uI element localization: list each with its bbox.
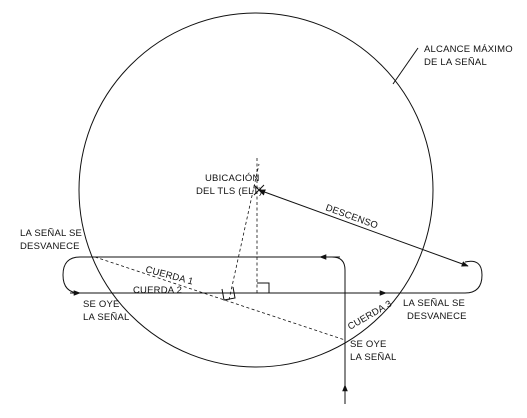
heard-left-label-2: LA SEÑAL: [83, 312, 130, 323]
fades-right-label-1: LA SEÑAL SE: [403, 298, 465, 309]
chord-1-line: [94, 256, 346, 341]
max-range-label-1: ALCANCE MÁXIMO: [424, 44, 513, 55]
max-range-label-2: DE LA SEÑAL: [424, 57, 487, 68]
fades-left-label-1: LA SEÑAL SE: [20, 228, 82, 239]
chord-2-label: CUERDA 2: [133, 285, 182, 296]
right-angle-marker-1: [221, 286, 236, 301]
chord-3-label: CUERDA 3: [346, 299, 394, 333]
heard-left-label-1: SE OYE: [83, 299, 120, 310]
fades-left-label-2: DESVANECE: [20, 241, 80, 252]
heard-bottom-label-2: LA SEÑAL: [350, 352, 397, 363]
heard-bottom-label-1: SE OYE: [350, 339, 387, 350]
bisector-1-line: [228, 163, 260, 301]
max-range-pointer-line: [392, 47, 419, 85]
descent-line: [258, 189, 469, 267]
fades-right-label-2: DESVANECE: [407, 311, 467, 322]
location-label-1: UBICACIÓN: [205, 173, 260, 184]
right-angle-marker-2: [257, 282, 270, 293]
location-label-2: DEL TLS (ELT): [196, 186, 262, 197]
x-mark-icon: [253, 184, 265, 196]
flight-path: [62, 256, 483, 404]
